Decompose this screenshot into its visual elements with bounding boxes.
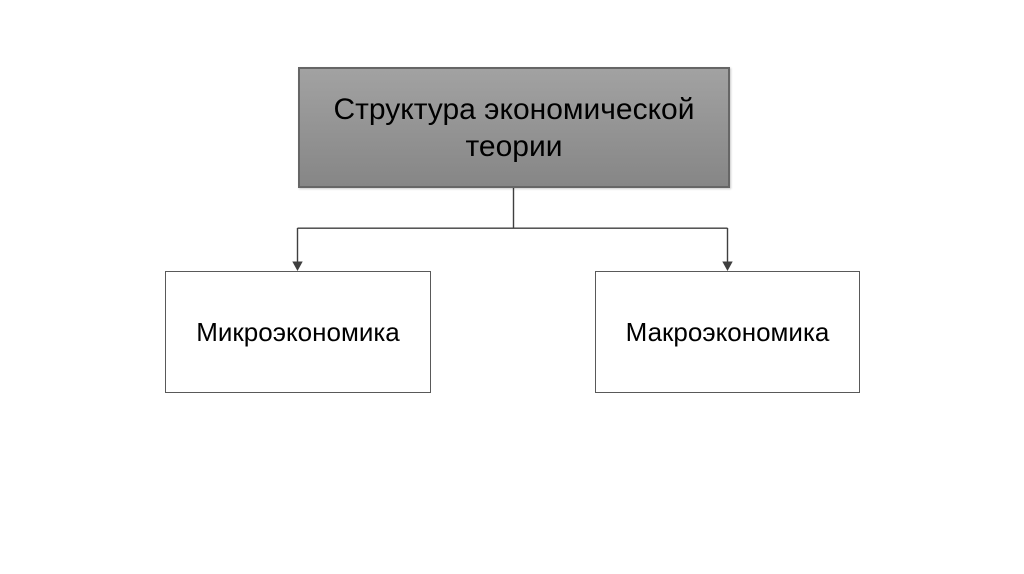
child-node-macroeconomics: Макроэкономика	[595, 271, 860, 393]
root-node-label: Структура экономической теории	[333, 92, 695, 163]
child-node-label: Макроэкономика	[625, 317, 830, 347]
child-node-microeconomics: Микроэкономика	[165, 271, 431, 393]
connector-arrow-right-icon	[722, 261, 733, 271]
connector-stem	[296, 188, 729, 263]
child-node-label: Микроэкономика	[196, 317, 400, 347]
connector-arrow-left-icon	[292, 261, 303, 271]
root-node: Структура экономической теории	[298, 67, 730, 188]
